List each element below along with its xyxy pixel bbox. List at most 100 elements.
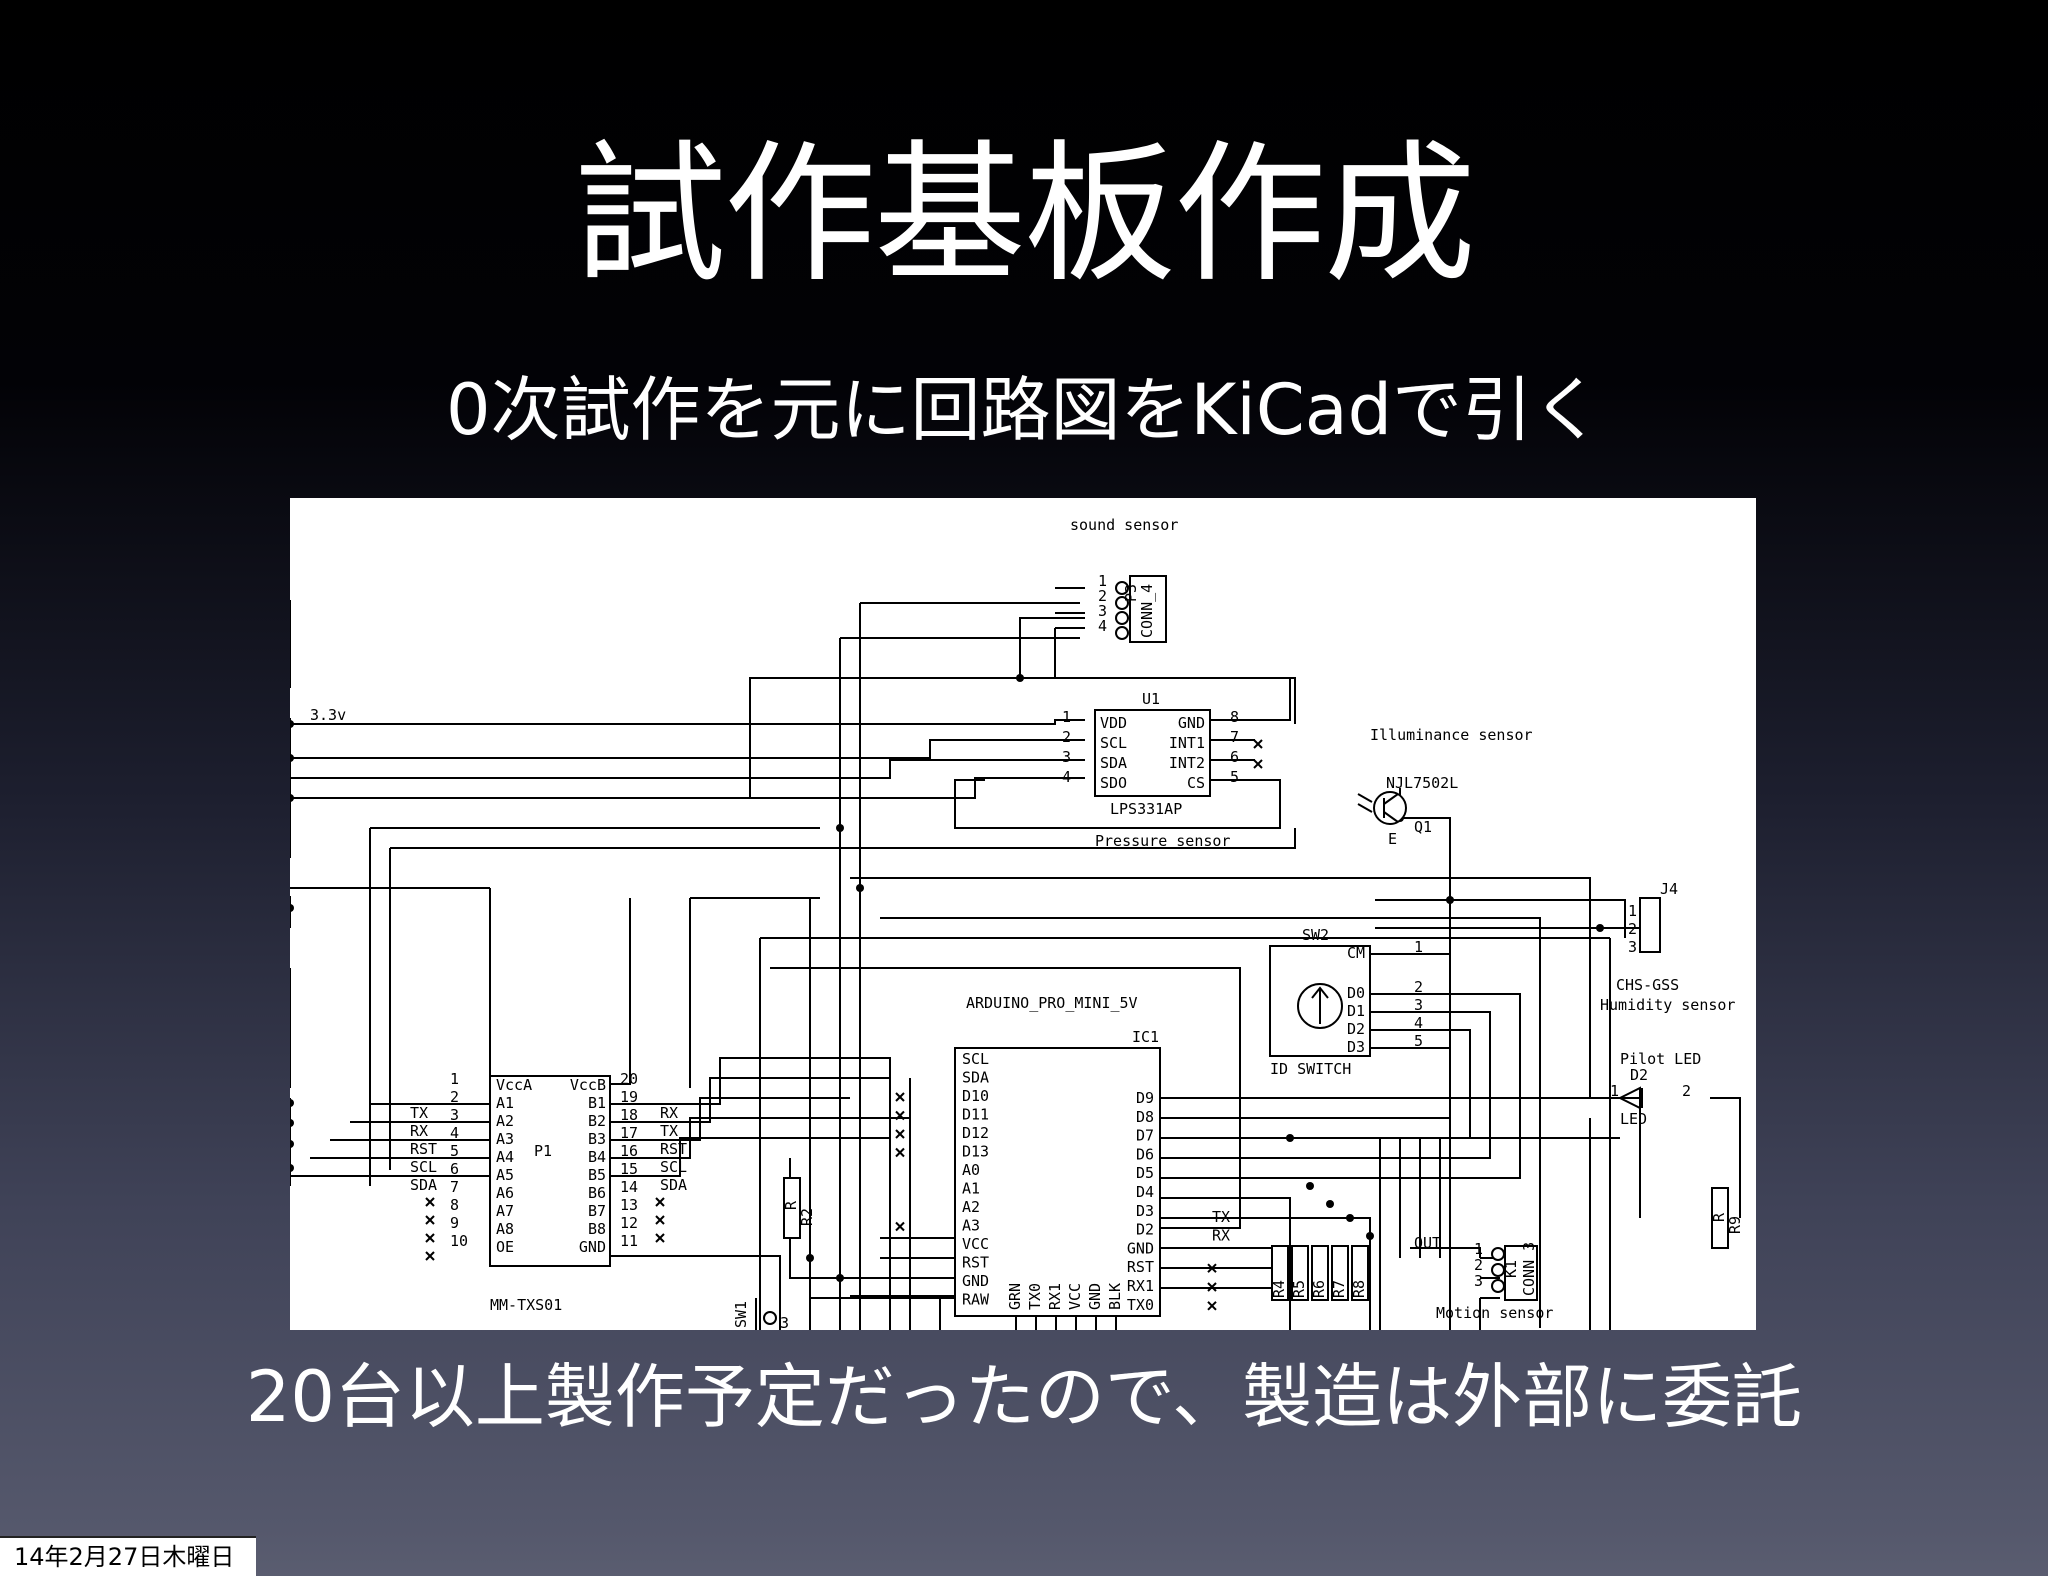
u1-pin-number: 4 <box>1062 768 1071 786</box>
p1-pin-name: B5 <box>588 1166 606 1184</box>
illuminance-sensor-label: Illuminance sensor <box>1370 726 1533 744</box>
j4-pin-2: 2 <box>1628 920 1637 938</box>
no-connect-mark <box>1207 1282 1217 1292</box>
ic1-pin-name: RST <box>1127 1258 1154 1276</box>
p1-pin-number: 1 <box>450 1070 459 1088</box>
ic1-pin-name: D10 <box>962 1087 989 1105</box>
p1-pin-name: B2 <box>588 1112 606 1130</box>
ic1-pin-name: SCL <box>962 1050 989 1068</box>
u1-pin-number: 3 <box>1062 748 1071 766</box>
resistor-label: R8 <box>1350 1280 1368 1298</box>
d2-pin-1: 1 <box>1610 1082 1619 1100</box>
sw2-pin-name: D2 <box>1347 1020 1365 1038</box>
footer-date: 14年2月27日木曜日 <box>0 1536 256 1576</box>
u1-pin-name: SCL <box>1100 734 1127 752</box>
ic1-pin-name: D4 <box>1136 1183 1154 1201</box>
no-connect-mark <box>1207 1301 1217 1311</box>
ic1-pin-name: D6 <box>1136 1145 1154 1163</box>
p1-pin-name: A7 <box>496 1202 514 1220</box>
ic1-bottom-pin-name: GND <box>1086 1283 1104 1310</box>
p1-pin-number: 3 <box>450 1106 459 1124</box>
no-connect-mark <box>655 1233 665 1243</box>
p1-net-label: TX <box>410 1104 428 1122</box>
ic1-pin-name: VCC <box>962 1235 989 1253</box>
p1-pin-name: A4 <box>496 1148 514 1166</box>
u1-pin-name: GND <box>1178 714 1205 732</box>
ic1-pin-name: RAW <box>962 1291 990 1309</box>
p1-pin-name: A6 <box>496 1184 514 1202</box>
schematic-image: sound sensor CONN_4 P3 1 2 3 4 U1 LPS331… <box>290 498 1756 1330</box>
ic1-pin-name: A1 <box>962 1180 980 1198</box>
sw1-pin-label: 3 <box>780 1314 789 1330</box>
p1-net-label: RST <box>660 1140 687 1158</box>
u1-pin-number: 6 <box>1230 748 1239 766</box>
sound-sensor-label: sound sensor <box>1070 516 1178 534</box>
j4-pins: 1 2 3 <box>1628 902 1637 956</box>
p1-pin-name: A3 <box>496 1130 514 1148</box>
p1-net-label: SCL <box>410 1158 437 1176</box>
no-connect-mark <box>1253 759 1263 769</box>
no-connect-mark <box>425 1215 435 1225</box>
slide-title: 試作基板作成 <box>574 126 1476 303</box>
ic1-bottom-pin-name: GRN <box>1006 1283 1024 1310</box>
p1-pin-name: A8 <box>496 1220 514 1238</box>
d2-pin-2: 2 <box>1682 1082 1691 1100</box>
no-connect-mark <box>655 1215 665 1225</box>
p1-pin-number: 9 <box>450 1214 459 1232</box>
ic1-pin-name: A0 <box>962 1161 980 1179</box>
r9-ref-label: R9 <box>1726 1216 1744 1234</box>
no-connect-mark <box>895 1221 905 1232</box>
ic1-bottom-pin-name: BLK <box>1106 1283 1124 1310</box>
p1-pin-number: 15 <box>620 1160 638 1178</box>
ic1-pin-name: RST <box>962 1254 989 1272</box>
j4-pin-3: 3 <box>1628 938 1637 956</box>
ic1-pin-name: D8 <box>1136 1108 1154 1126</box>
u1-pin-number: 7 <box>1230 728 1239 746</box>
resistor-label: R5 <box>1290 1280 1308 1298</box>
u1-pin-number: 8 <box>1230 708 1239 726</box>
no-connect-mark <box>425 1251 435 1261</box>
k1-ref-label: K1 <box>1502 1260 1520 1278</box>
resistor-label: R6 <box>1310 1280 1328 1298</box>
ic1-bottom-pin-name: RX1 <box>1046 1283 1064 1310</box>
p1-pin-name: B7 <box>588 1202 606 1220</box>
j4-part-label: CHS-GSS <box>1616 976 1679 994</box>
p1-pin-name: VccB <box>570 1076 606 1094</box>
p1-pin-name: A1 <box>496 1094 514 1112</box>
motion-sensor-label: Motion sensor <box>1436 1304 1553 1322</box>
no-connect-mark <box>425 1197 435 1207</box>
ic1-bottom-pin-name: TX0 <box>1026 1283 1044 1310</box>
ic1-pin-name: GND <box>962 1272 989 1290</box>
u1-pin-name: INT1 <box>1169 734 1205 752</box>
ic1-pin-name: D5 <box>1136 1164 1154 1182</box>
ic1-bottom-pin-name: VCC <box>1066 1283 1084 1310</box>
p1-net-label: SDA <box>660 1176 687 1194</box>
d2-ref-label: D2 <box>1630 1066 1648 1084</box>
r2-ref-label: R2 <box>798 1208 816 1226</box>
sound-conn-pin-4: 4 <box>1098 617 1107 635</box>
sound-conn-pin-1: 1 <box>1098 572 1107 590</box>
r9-value-label: R <box>1710 1212 1728 1222</box>
ic1-pin-name: SDA <box>962 1069 989 1087</box>
p1-pin-number: 18 <box>620 1106 638 1124</box>
p1-pin-name: A5 <box>496 1166 514 1184</box>
no-connect-mark <box>895 1147 905 1158</box>
j4-desc-label: Humidity sensor <box>1600 996 1735 1014</box>
arduino-part-label: ARDUINO_PRO_MINI_5V <box>966 994 1138 1012</box>
k1-pin-2: 2 <box>1474 1256 1483 1274</box>
no-connect-mark <box>425 1233 435 1243</box>
d2-pins: 1 2 <box>1610 1082 1691 1100</box>
no-connect-marks <box>425 739 1263 1311</box>
ic1-net-label: TX <box>1212 1208 1230 1226</box>
net-3v3-label: 3.3v <box>310 706 346 724</box>
p1-pin-name: B6 <box>588 1184 606 1202</box>
sound-conn-pins: 1 2 3 4 <box>1098 572 1107 635</box>
u1-pin-number: 1 <box>1062 708 1071 726</box>
sw2-pin-name: D0 <box>1347 984 1365 1002</box>
u1-desc-label: Pressure sensor <box>1095 832 1230 850</box>
p1-ref-label: P1 <box>534 1142 552 1160</box>
ic1-pin-name: D13 <box>962 1143 989 1161</box>
schematic-wires <box>290 587 1741 1330</box>
